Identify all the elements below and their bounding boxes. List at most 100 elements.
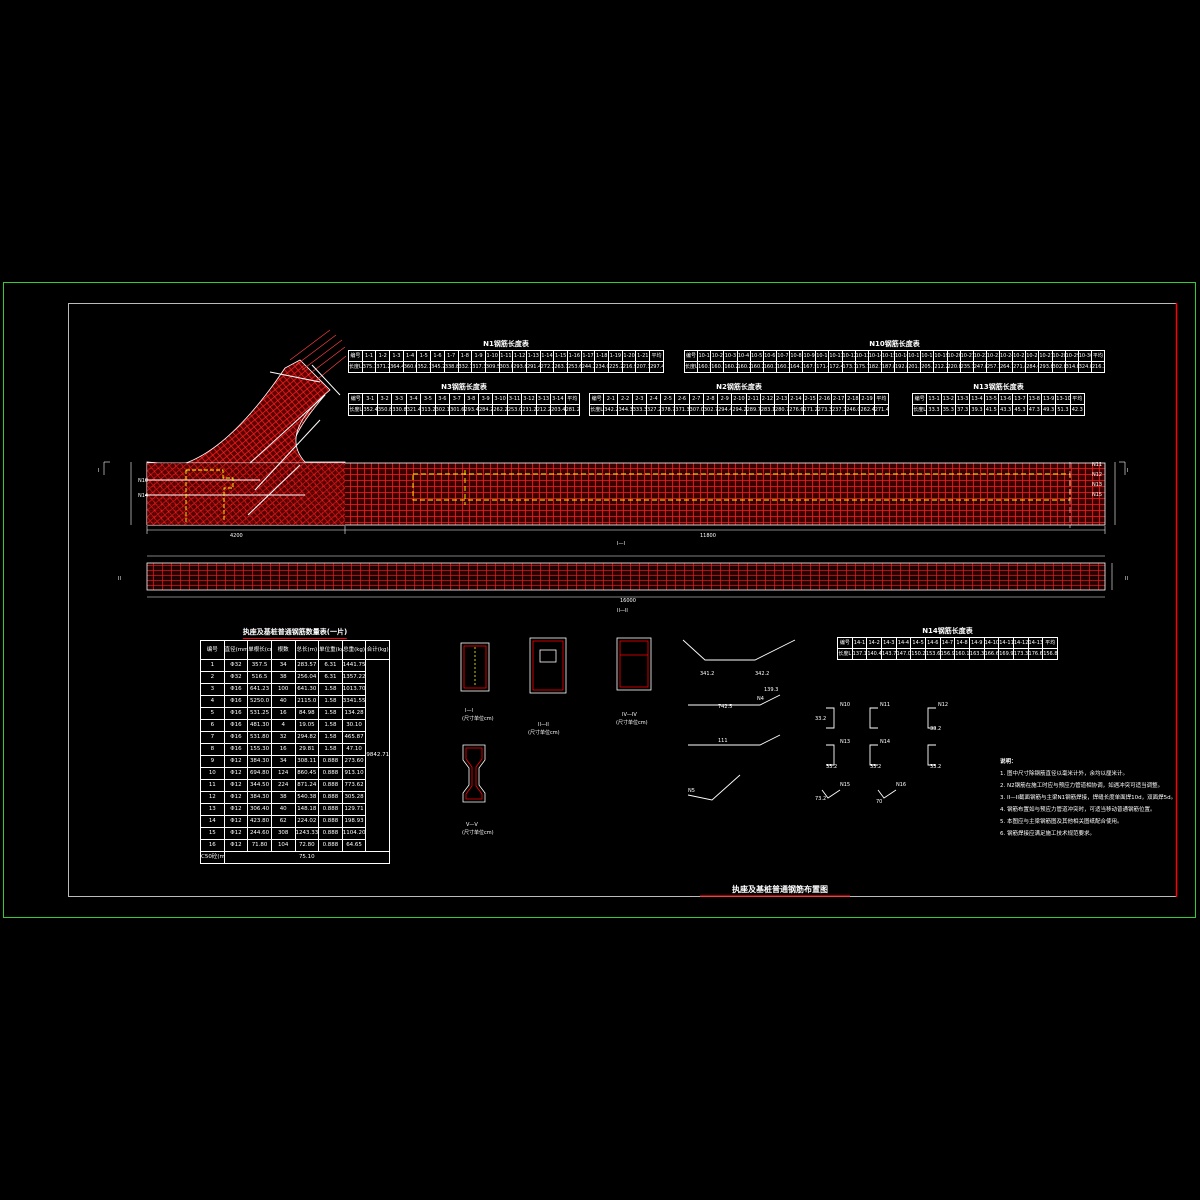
table-cell: 345.2 — [430, 361, 445, 373]
table-cell: 224 — [270, 779, 296, 792]
table-cell: 4 — [200, 695, 225, 708]
table-cell: 283.1 — [759, 404, 776, 416]
bar-dim: 33.2 — [870, 764, 881, 770]
column-header: 根数 — [270, 640, 296, 660]
section-mark: II — [1125, 576, 1128, 582]
table-cell: 330.8 — [391, 404, 407, 416]
table-cell: 171.4 — [815, 361, 830, 373]
material-table-title: 执座及基桩普通钢筋数量表(一片) — [242, 627, 348, 639]
bar-dim: 139.3 — [764, 687, 778, 693]
column-header: 10-22 — [972, 350, 987, 362]
column-header: 1-1 — [361, 350, 377, 362]
column-header: 2-6 — [674, 393, 690, 405]
total-weight: 9842.71 — [365, 659, 390, 852]
column-header: 10-14 — [867, 350, 882, 362]
table-cell: 375.1 — [361, 361, 377, 373]
plan-view: II II 16000 II—II — [118, 555, 1128, 614]
table-cell: 41.5 — [983, 404, 999, 416]
table-cell: 216.3 — [1090, 361, 1106, 373]
n-label: N14 — [138, 493, 148, 499]
table-cell: Φ32 — [223, 659, 249, 672]
table-cell: 38 — [270, 671, 296, 684]
table-cell: 305.28 — [341, 791, 367, 804]
dim-total: 16000 — [620, 598, 636, 604]
column-header: 13-2 — [940, 393, 956, 405]
table-cell: 0.888 — [318, 755, 343, 768]
table-cell: Φ12 — [223, 767, 249, 780]
column-header: 2-18 — [845, 393, 861, 405]
column-header: 2-17 — [830, 393, 847, 405]
table-cell: 6 — [200, 719, 225, 732]
table-cell: 291.4 — [525, 361, 541, 373]
column-header: 平均 — [564, 393, 581, 405]
table-cell: 148.18 — [294, 803, 320, 816]
table-cell: 160.2 — [710, 361, 725, 373]
column-header: 14-4 — [895, 637, 912, 649]
column-header: 10-15 — [880, 350, 896, 362]
table-cell: 371.2 — [375, 361, 391, 373]
column-header: 编号 — [347, 393, 364, 405]
column-header: 2-3 — [631, 393, 647, 405]
n-label: N10 — [138, 478, 148, 484]
table-cell: 37.3 — [954, 404, 971, 416]
column-header: 2-16 — [816, 393, 832, 405]
material-quantity-table: 编号直径(mm)单根长(cm)根数总长(m)单位重(kg/m)总重(kg)合计(… — [200, 640, 391, 864]
column-header: 10-17 — [907, 350, 922, 362]
column-header: 3-7 — [449, 393, 465, 405]
column-header: 1-8 — [457, 350, 473, 362]
table-cell: 308.11 — [294, 755, 320, 768]
table-cell: 1.58 — [318, 719, 343, 732]
table-cell: 384.30 — [247, 755, 272, 768]
table-cell: 276.6 — [788, 404, 804, 416]
table-cell: 160.5 — [697, 361, 712, 373]
table-cell: 332.1 — [457, 361, 473, 373]
column-header: 3-14 — [550, 393, 566, 405]
table-cell: 284.2 — [477, 404, 494, 416]
column-header: 10-29 — [1064, 350, 1079, 362]
table-cell: Φ32 — [223, 671, 249, 684]
column-header: 13-5 — [983, 393, 999, 405]
column-header: 平均 — [873, 393, 890, 405]
table-cell: 38 — [270, 791, 296, 804]
table-cell: 308 — [270, 827, 296, 840]
column-header: 平均 — [1090, 350, 1106, 362]
table-cell: 长度L — [683, 361, 699, 373]
column-header: 10-18 — [920, 350, 935, 362]
table-cell: 244.2 — [580, 361, 596, 373]
column-header: 1-14 — [539, 350, 555, 362]
table-cell: Φ12 — [223, 803, 249, 816]
table-cell: 1.58 — [318, 743, 343, 756]
table-cell: 5 — [200, 707, 225, 720]
column-header: 10-11 — [828, 350, 843, 362]
bar-label: N4 — [757, 696, 764, 702]
table-cell: 271.4 — [873, 404, 890, 416]
column-header: 13-6 — [997, 393, 1014, 405]
column-header: 1-11 — [498, 350, 514, 362]
table-cell: 423.80 — [247, 815, 272, 828]
section-caption: V—V — [466, 822, 478, 828]
column-header: 编号 — [911, 393, 928, 405]
column-header: 单根长(cm) — [247, 640, 272, 660]
table-cell: 167.5 — [802, 361, 817, 373]
table-cell: 长度L — [348, 361, 363, 373]
table-cell: 160.2 — [749, 361, 764, 373]
column-header: 2-12 — [759, 393, 776, 405]
table-cell: 212.2 — [535, 404, 552, 416]
table-cell: 247.8 — [972, 361, 987, 373]
column-header: 1-4 — [402, 350, 418, 362]
table-cell: 134.28 — [341, 707, 367, 720]
section-caption: IV—IV — [622, 712, 637, 718]
column-header: 1-5 — [416, 350, 432, 362]
table-cell: 302.1 — [434, 404, 451, 416]
table-cell: 172.4 — [828, 361, 843, 373]
table-cell: 531.80 — [247, 731, 272, 744]
table-cell: 234.0 — [594, 361, 610, 373]
